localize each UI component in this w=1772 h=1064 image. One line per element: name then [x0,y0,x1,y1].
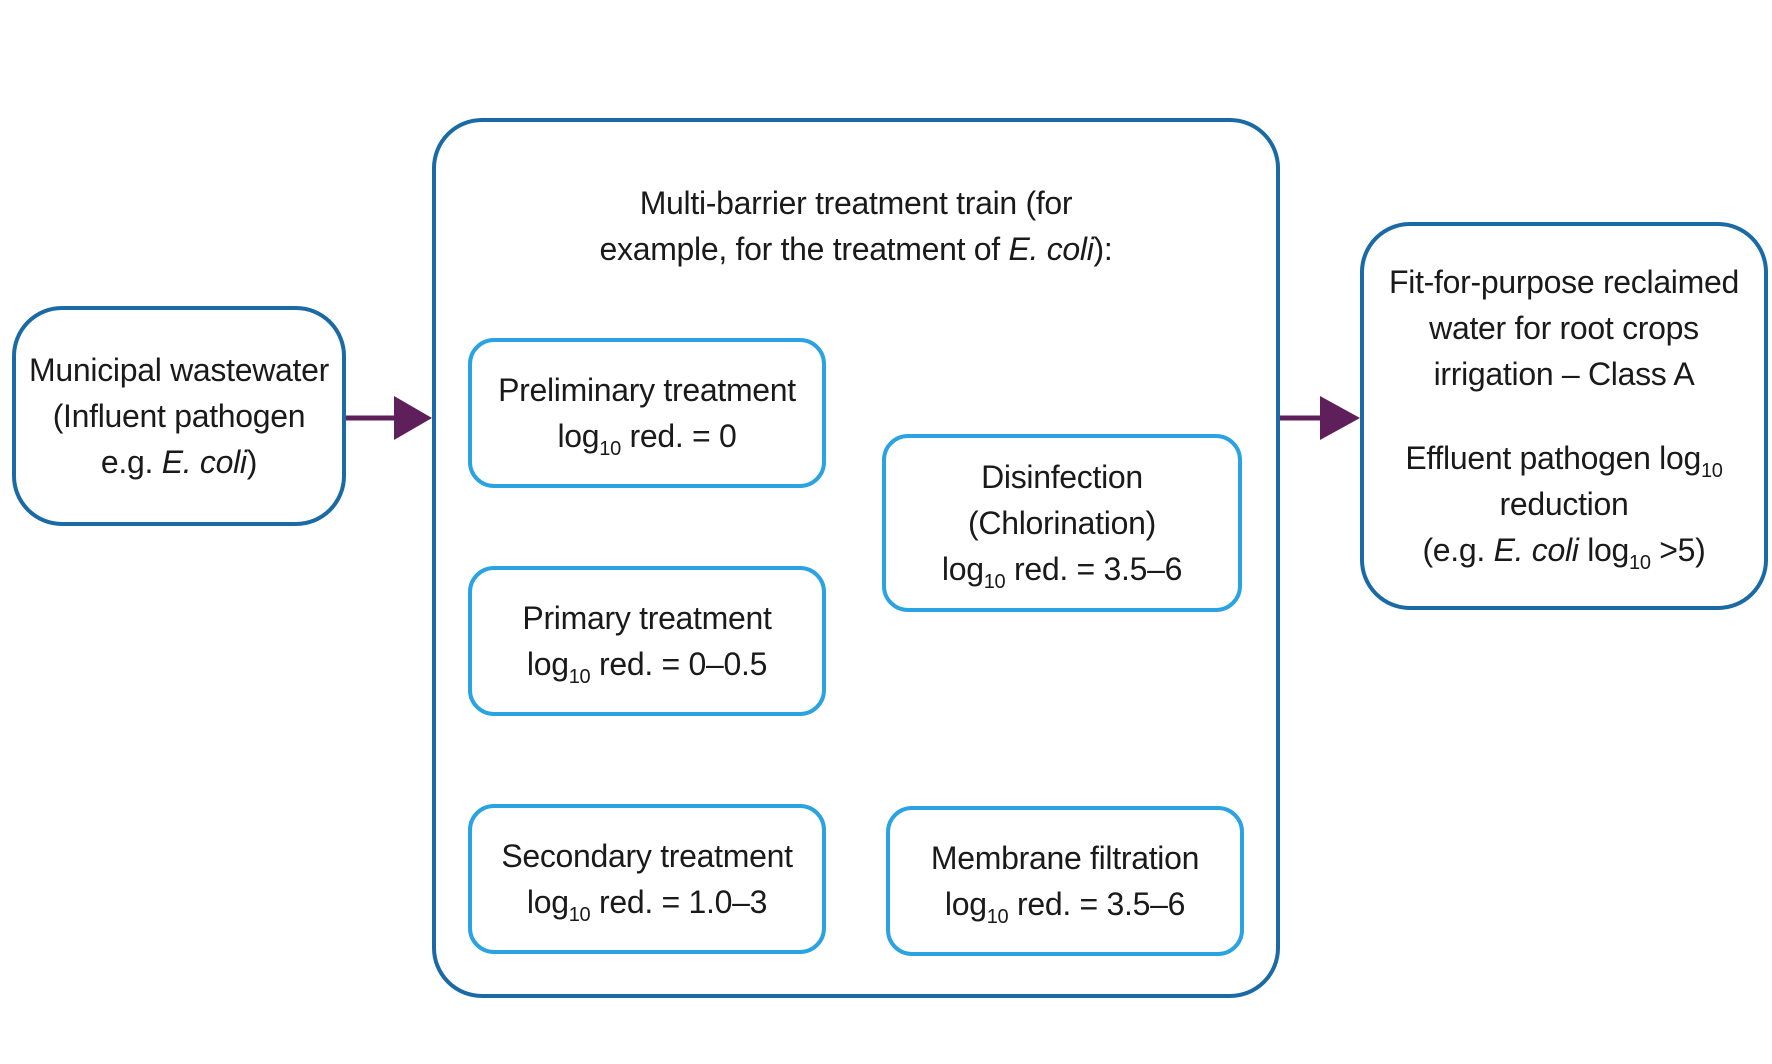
primary-name: Primary treatment [522,600,772,636]
input-line-2: (Influent pathogen [52,398,306,434]
preliminary-treatment-box: Preliminary treatment log10 red. = 0 [468,338,826,488]
input-line-3: e.g. E. coli) [100,444,258,480]
municipal-wastewater-box: Municipal wastewater (Influent pathogen … [12,306,346,526]
disinfection-method: (Chlorination) [968,505,1156,541]
secondary-value: log10 red. = 1.0–3 [526,884,768,926]
secondary-name: Secondary treatment [501,838,793,874]
reclaimed-water-box: Fit-for-purpose reclaimed water for root… [1360,222,1768,610]
output-line-5: reduction [1499,486,1629,522]
membrane-name: Membrane filtration [930,840,1200,876]
secondary-treatment-box: Secondary treatment log10 red. = 1.0–3 [468,804,826,954]
output-line-6: (e.g. E. coli log10 >5) [1422,532,1706,574]
membrane-filtration-box: Membrane filtration log10 red. = 3.5–6 [886,806,1244,956]
membrane-value: log10 red. = 3.5–6 [944,886,1186,928]
disinfection-name: Disinfection [981,459,1143,495]
preliminary-value: log10 red. = 0 [557,418,737,460]
preliminary-name: Preliminary treatment [498,372,796,408]
arrow-input-to-train [346,396,432,440]
output-line-2: water for root crops [1429,310,1699,346]
output-line-4: Effluent pathogen log10 [1405,440,1723,482]
arrow-train-to-output [1280,396,1360,440]
output-line-1: Fit-for-purpose reclaimed [1389,264,1739,300]
primary-treatment-box: Primary treatment log10 red. = 0–0.5 [468,566,826,716]
output-line-3: irrigation – Class A [1433,356,1695,392]
disinfection-box: Disinfection (Chlorination) log10 red. =… [882,434,1242,612]
input-line-1: Municipal wastewater [29,352,329,388]
disinfection-value: log10 red. = 3.5–6 [941,551,1183,593]
primary-value: log10 red. = 0–0.5 [526,646,768,688]
treatment-train-title: Multi-barrier treatment train (for examp… [599,185,1113,267]
